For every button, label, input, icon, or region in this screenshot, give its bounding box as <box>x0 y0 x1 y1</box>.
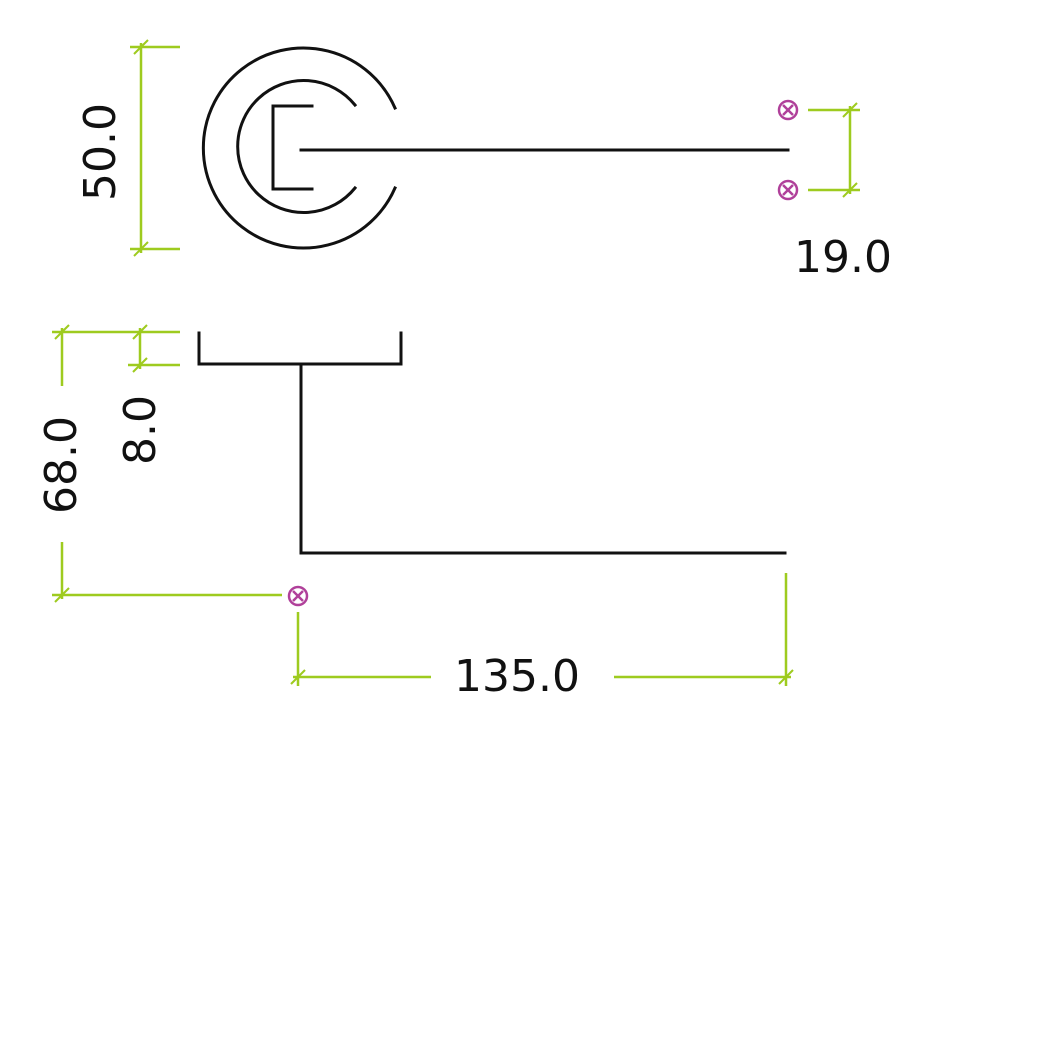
dimension-label-lever-section: 19.0 <box>794 232 892 283</box>
rose-inner-arc <box>236 79 358 214</box>
dimension-label-rose-thickness: 8.0 <box>115 395 166 465</box>
dimension-label-rose-projection: 68.0 <box>36 416 87 514</box>
dimension-rose-projection: 68.0 <box>36 324 282 603</box>
side-view <box>197 331 787 555</box>
dimension-rose-thickness: 8.0 <box>115 324 180 465</box>
rose-side-profile <box>197 331 403 366</box>
dimension-rose-diameter: 50.0 <box>75 39 180 257</box>
spindle-square <box>271 104 314 191</box>
dimension-lever-section: 19.0 <box>794 102 892 283</box>
dimension-label-rose-diameter: 50.0 <box>75 103 126 201</box>
circle-x-icon <box>287 585 309 607</box>
rose-outer-arc <box>201 46 397 250</box>
circle-x-icon <box>777 179 799 201</box>
top-view <box>201 46 790 250</box>
dimension-lever-length: 135.0 <box>290 573 794 702</box>
circle-x-icon <box>777 99 799 121</box>
dimension-label-lever-length: 135.0 <box>454 651 580 702</box>
